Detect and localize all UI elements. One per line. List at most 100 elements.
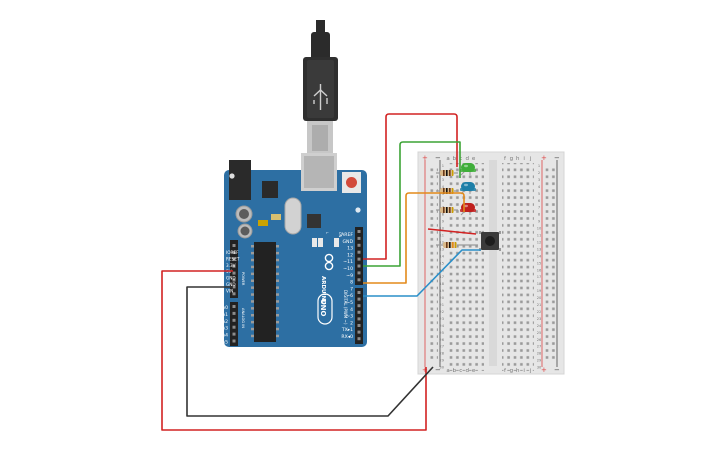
row-number: 23 xyxy=(439,317,444,321)
power-pin-label: IOREF xyxy=(226,250,239,255)
analog-pin-label: A2 xyxy=(222,319,228,325)
row-number: 28 xyxy=(439,352,444,356)
column-letter: b xyxy=(453,368,457,374)
led-blue[interactable] xyxy=(460,182,476,195)
terminal-strip-left[interactable] xyxy=(446,163,484,371)
row-number: 9 xyxy=(538,220,541,224)
digital-pin-label: ~9 xyxy=(346,273,353,279)
row-number: 26 xyxy=(537,338,542,342)
digital-header-high xyxy=(355,227,363,285)
wire-pin7-button[interactable] xyxy=(363,249,481,297)
column-letter: j xyxy=(529,368,532,374)
led-green[interactable] xyxy=(460,163,476,176)
row-number: 21 xyxy=(537,303,542,307)
usb-cable[interactable] xyxy=(303,20,338,155)
row-number: 8 xyxy=(442,213,445,217)
row-number: 3 xyxy=(442,178,444,182)
row-number: 12 xyxy=(537,240,542,244)
resistor-green-led[interactable] xyxy=(436,170,458,176)
rail-minus-label-bottom-left: − xyxy=(435,366,441,374)
analog-header xyxy=(230,302,238,346)
row-number: 19 xyxy=(537,289,542,293)
rail-minus-label-left: − xyxy=(435,154,441,162)
power-pin-label: RESET xyxy=(226,256,240,261)
resistor-red-led[interactable] xyxy=(436,207,458,213)
row-number: 19 xyxy=(439,289,444,293)
pushbutton[interactable] xyxy=(479,231,501,251)
model-text: UNO xyxy=(319,299,327,317)
row-number: 17 xyxy=(537,275,542,279)
power-header xyxy=(230,240,238,298)
power-pin-label: GND xyxy=(226,282,236,287)
digital-pin-label: 2 xyxy=(350,320,353,326)
right-power-rails[interactable] xyxy=(544,166,555,361)
analog-pin-label: A5 xyxy=(222,340,228,346)
digital-pin-label: 7 xyxy=(350,286,353,292)
rail-plus-label-bottom-left: + xyxy=(422,366,428,374)
analog-pin-label: A1 xyxy=(222,312,228,318)
column-letter: j xyxy=(529,156,532,162)
row-number: 18 xyxy=(439,282,444,286)
center-channel xyxy=(489,160,497,366)
rail-plus-label-left: + xyxy=(422,154,428,162)
leds[interactable] xyxy=(460,163,476,216)
column-letter: c xyxy=(459,368,462,374)
row-number: 5 xyxy=(538,192,540,196)
wire-pin12-red-led[interactable] xyxy=(363,113,458,260)
digital-pin-label: AREF xyxy=(341,232,353,238)
resistor-button[interactable] xyxy=(436,242,478,248)
row-number: 29 xyxy=(537,359,542,363)
row-number: 24 xyxy=(439,324,444,328)
row-number: 8 xyxy=(538,213,541,217)
digital-title: DIGITAL (PWM ~) xyxy=(343,290,348,325)
row-number: 20 xyxy=(537,296,542,300)
row-number: 11 xyxy=(439,234,444,238)
wire-5v-rail[interactable] xyxy=(161,270,427,431)
row-number: 15 xyxy=(439,261,444,265)
row-number: 20 xyxy=(439,296,444,300)
row-number: 4 xyxy=(538,185,541,189)
power-pin-label: GND xyxy=(226,276,236,281)
row-number: 27 xyxy=(439,345,444,349)
reset-button-cap[interactable] xyxy=(346,177,357,188)
digital-pin-label: TX▸1 xyxy=(341,327,353,333)
atmega-chip xyxy=(254,242,276,342)
column-letter: b xyxy=(453,156,457,162)
row-number: 14 xyxy=(537,254,542,258)
row-number: 27 xyxy=(537,345,542,349)
row-number: 24 xyxy=(537,324,542,328)
column-letter: d xyxy=(465,368,469,374)
column-letter: f xyxy=(504,156,507,162)
row-number: 1 xyxy=(538,164,540,168)
digital-pin-label: 4 xyxy=(350,307,353,313)
power-pin-label: VIN xyxy=(226,288,233,293)
analog-pin-label: A4 xyxy=(222,333,228,339)
row-number: 22 xyxy=(537,310,542,314)
terminal-strip-right[interactable] xyxy=(502,163,534,371)
row-number: 10 xyxy=(439,227,444,231)
left-power-rails[interactable] xyxy=(427,166,438,361)
wire-pin11-green-led[interactable] xyxy=(363,141,461,267)
row-number: 23 xyxy=(537,317,542,321)
column-letter: f xyxy=(504,368,507,374)
row-number: 18 xyxy=(537,282,542,286)
l-led-label: L xyxy=(325,232,329,234)
button-power-jumper[interactable] xyxy=(427,228,477,235)
digital-pin-label: ~3 xyxy=(346,314,353,320)
power-jack xyxy=(229,160,251,200)
digital-pin-label: 8 xyxy=(350,280,353,286)
analog-title: ANALOG IN xyxy=(241,308,245,328)
rail-minus-label-bottom-right: − xyxy=(554,366,560,374)
row-number: 16 xyxy=(537,268,542,272)
wire-pin10-red-led[interactable] xyxy=(363,192,465,284)
row-number: 17 xyxy=(439,275,444,279)
rail-plus-label-right: + xyxy=(541,154,547,162)
row-number: 10 xyxy=(537,227,542,231)
wire-gnd-rail[interactable] xyxy=(186,286,434,417)
row-number: 30 xyxy=(537,366,542,370)
on-led-label: ON xyxy=(338,232,342,238)
rail-plus-label-bottom-right: + xyxy=(541,366,547,374)
column-letter: h xyxy=(516,368,520,374)
